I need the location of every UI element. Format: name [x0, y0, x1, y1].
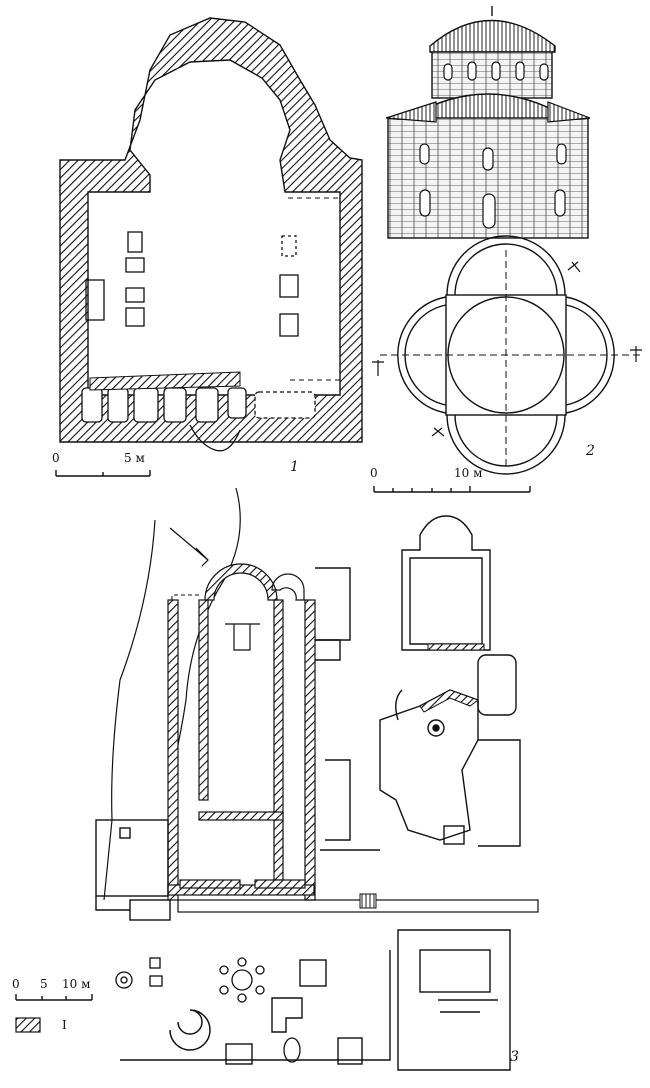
figure-2-number: 2	[586, 443, 595, 459]
river-bank-east	[169, 487, 241, 781]
basilica-dashed	[171, 594, 200, 600]
scale-3-mid: 5	[40, 977, 48, 991]
legend-hatch-swatch	[15, 1017, 41, 1033]
bema	[225, 623, 260, 651]
scale-3-end: 10 м	[62, 977, 91, 991]
pier	[279, 274, 299, 298]
facade-windows	[419, 143, 567, 229]
side-apse	[271, 573, 305, 601]
north-arrow	[169, 527, 209, 567]
plan-3	[95, 487, 539, 1071]
lower-features	[115, 957, 301, 1063]
rotunda-hatch	[419, 689, 480, 713]
legend-label: I	[62, 1018, 67, 1032]
pier	[85, 279, 105, 321]
southwest-rooms	[95, 819, 171, 921]
apse-north	[454, 243, 558, 296]
figure-1-number: 1	[290, 459, 299, 475]
road-wall	[177, 899, 539, 913]
elevation-2	[385, 6, 591, 239]
scale-2-start: 0	[370, 466, 378, 480]
section-mark-top	[567, 261, 581, 273]
scale-1-end: 5 м	[124, 451, 145, 465]
pier	[125, 257, 145, 273]
pier	[125, 307, 145, 327]
scale-bar-3	[15, 994, 93, 1001]
small-church-hatch	[427, 643, 485, 651]
section-mark-right	[630, 346, 642, 362]
basilica	[167, 599, 316, 901]
pier	[127, 231, 143, 253]
pier-dashed	[281, 235, 297, 257]
figure-3-number: 3	[510, 1049, 519, 1065]
section-mark-left	[372, 360, 384, 376]
scale-bar-1	[55, 470, 151, 477]
side-roof-right	[547, 101, 591, 123]
dome	[429, 19, 556, 53]
scale-bar-2	[373, 486, 531, 493]
scale-1-start: 0	[52, 451, 60, 465]
apse-north-outer	[446, 235, 566, 296]
side-roof-left	[385, 101, 437, 123]
narthex-stones	[81, 387, 316, 423]
pier	[125, 287, 145, 303]
plan-2	[372, 235, 642, 475]
small-church	[401, 515, 491, 651]
rotunda-complex	[379, 654, 521, 847]
river-bank-west	[103, 519, 156, 901]
drum-windows	[443, 61, 549, 81]
entrance-rubble	[189, 424, 241, 452]
section-mark-bottom	[431, 427, 445, 437]
basilica-apse	[204, 563, 278, 601]
lower-complex	[120, 929, 511, 1071]
stair	[359, 893, 377, 909]
scale-2-end: 10 м	[454, 466, 483, 480]
scale-3-start: 0	[12, 977, 20, 991]
plan-1-dashed-line	[288, 197, 341, 381]
apse-south-outer	[446, 414, 566, 475]
plan-1	[59, 17, 363, 452]
pier	[279, 313, 299, 337]
annex-east	[315, 567, 380, 851]
plan-1-walls	[59, 17, 363, 443]
narthex-wall	[89, 371, 241, 391]
